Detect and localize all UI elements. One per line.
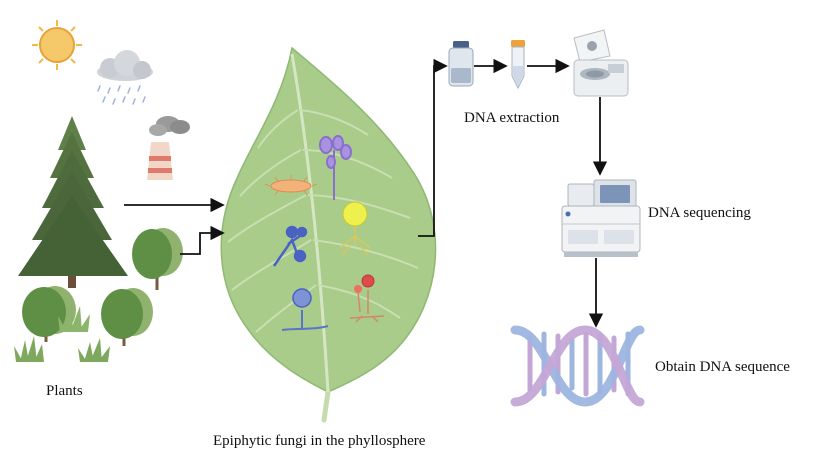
fungus-sporangium-icon bbox=[272, 225, 308, 267]
extraction-label: DNA extraction bbox=[464, 110, 560, 126]
fungus-sporangium-icon bbox=[281, 288, 329, 331]
fungus-conidiophore-icon bbox=[319, 135, 352, 200]
fungus-spores-icon bbox=[264, 175, 318, 196]
plants-label: Plants bbox=[46, 383, 83, 399]
leaf-label: Epiphytic fungi in the phyllosphere bbox=[213, 433, 426, 449]
tube-icon bbox=[511, 40, 525, 90]
shrub-icon bbox=[101, 288, 153, 346]
arrow-shrub-to-leaf bbox=[180, 225, 225, 255]
sequencer-icon bbox=[561, 179, 641, 257]
leaf-illustration bbox=[220, 46, 437, 423]
conifer-tree-icon bbox=[18, 116, 128, 288]
rain-cloud-icon bbox=[97, 50, 153, 105]
shrub-icon bbox=[22, 286, 76, 342]
sequence-label: Obtain DNA sequence bbox=[655, 359, 790, 375]
grass-icon bbox=[58, 306, 90, 332]
arrow-leaf-to-extraction bbox=[418, 58, 448, 237]
sun-icon bbox=[32, 20, 82, 70]
fungus-mycelium-icon bbox=[339, 201, 371, 256]
dna-helix-icon bbox=[510, 325, 645, 407]
centrifuge-icon bbox=[573, 29, 629, 97]
vial-icon bbox=[448, 41, 474, 87]
fungus-sporangium-icon bbox=[349, 274, 385, 323]
shrub-icon bbox=[132, 228, 183, 290]
factory-chimney-icon bbox=[147, 116, 190, 180]
sequencing-label: DNA sequencing bbox=[648, 205, 751, 221]
grass-icon bbox=[78, 338, 110, 362]
grass-icon bbox=[14, 336, 44, 362]
